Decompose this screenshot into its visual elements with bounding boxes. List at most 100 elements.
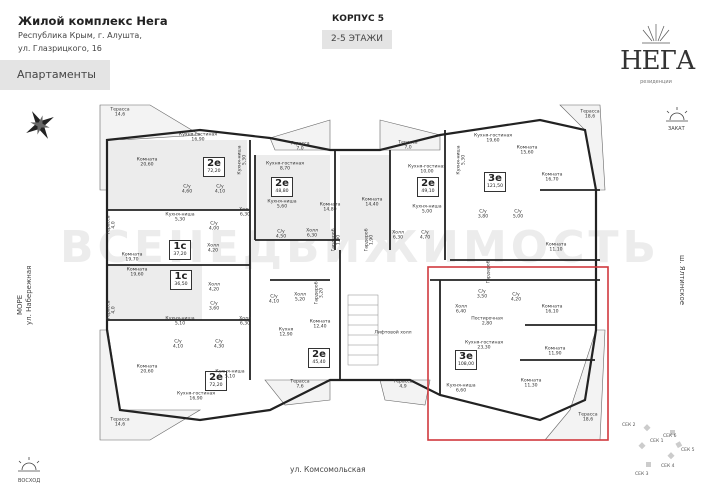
room-name: Холл (455, 304, 467, 310)
sunrise-label: ВОСХОД (18, 478, 41, 484)
room-name: Кухня-ниша (165, 212, 195, 218)
room-area: 5,00 (512, 215, 524, 220)
floors-selector[interactable]: 2-5 ЭТАЖИ (322, 30, 392, 49)
room-name: Холл (207, 243, 219, 249)
room-name: Кухня-гостиная (473, 133, 513, 139)
room-area: 4,0 (112, 221, 117, 229)
room-area: 7,6 (296, 385, 304, 390)
section-label[interactable]: СЕК 6 (663, 434, 677, 439)
terrace-top-right (559, 104, 606, 191)
room-area: 11,10 (549, 248, 563, 253)
room-area: 19,60 (486, 139, 500, 144)
apartment-area: 49,10 (421, 189, 435, 194)
room-name: Кухня-гостиная (464, 340, 504, 346)
room-area: 6,40 (455, 310, 467, 315)
apartment-type: 2е (421, 178, 435, 189)
room-name: Кухня-ниша (165, 316, 195, 322)
room-area: 23,30 (477, 346, 491, 351)
room-name: Холл (392, 230, 404, 236)
room-area: 2,80 (481, 322, 493, 327)
room-area: 1,90 (337, 234, 342, 246)
room-area: 6,30 (306, 234, 318, 239)
room-area: 14,80 (323, 208, 337, 213)
room-area: 16,70 (545, 178, 559, 183)
apartment-type: 3е (488, 173, 502, 184)
room-name: Кухня-гостиная (265, 161, 305, 167)
room-area: 16,90 (191, 138, 205, 143)
room-area: 5,10 (224, 375, 236, 380)
room-area: 16,10 (545, 310, 559, 315)
room-area: 1,90 (370, 234, 375, 246)
terrace-mid-bottom-left (264, 379, 331, 406)
room-name: Холл (294, 292, 306, 298)
complex-title: Жилой комплекс Нега (18, 14, 168, 28)
section-label[interactable]: СЕК 4 (661, 464, 675, 469)
room-area: 4,20 (510, 298, 522, 303)
room-name: Комната (136, 157, 158, 163)
apartment-area: 48,80 (275, 189, 289, 194)
room-label: Лифтовой холл (374, 330, 411, 335)
apartment-area: 45,40 (312, 360, 326, 365)
room-name: Терасса (110, 107, 130, 113)
room-area: 11,90 (548, 352, 562, 357)
room-area: 14,40 (365, 203, 379, 208)
selected-apartment-frame[interactable] (427, 266, 609, 441)
room-name: Кухня-гостиная (176, 391, 216, 397)
apartment-area: 72,20 (209, 383, 223, 388)
room-name: Постирочная (471, 316, 503, 322)
room-name: Кухня-ниша (446, 383, 476, 389)
room-area: 7,0 (296, 147, 304, 152)
room-area: 4,0 (112, 306, 117, 314)
room-name: Комната (121, 252, 143, 258)
room-area: 4,10 (214, 190, 226, 195)
apartment-type: 1с (173, 241, 187, 252)
section-label[interactable]: СЕК 2 (622, 423, 636, 428)
room-area: 18,6 (582, 418, 594, 423)
room-area: 3,60 (208, 307, 220, 312)
apartments-tab[interactable]: Апартаменты (0, 60, 110, 90)
apartment-area: 72,20 (207, 169, 221, 174)
room-area: 6,60 (455, 389, 467, 394)
sunrise-icon (18, 457, 40, 472)
room-name: Кухня (278, 327, 294, 333)
apt-area (255, 155, 330, 240)
section-label[interactable]: СЕК 3 (635, 472, 649, 477)
room-area: 20,60 (140, 163, 154, 168)
room-area: 20,60 (140, 370, 154, 375)
address-line-1: Республика Крым, г. Алушта, (18, 31, 142, 40)
room-name: Терасса (580, 109, 600, 115)
room-area: 19,70 (125, 258, 139, 263)
section-label[interactable]: СЕК 5 (681, 448, 695, 453)
section-label[interactable]: СЕК 1 (650, 439, 664, 444)
